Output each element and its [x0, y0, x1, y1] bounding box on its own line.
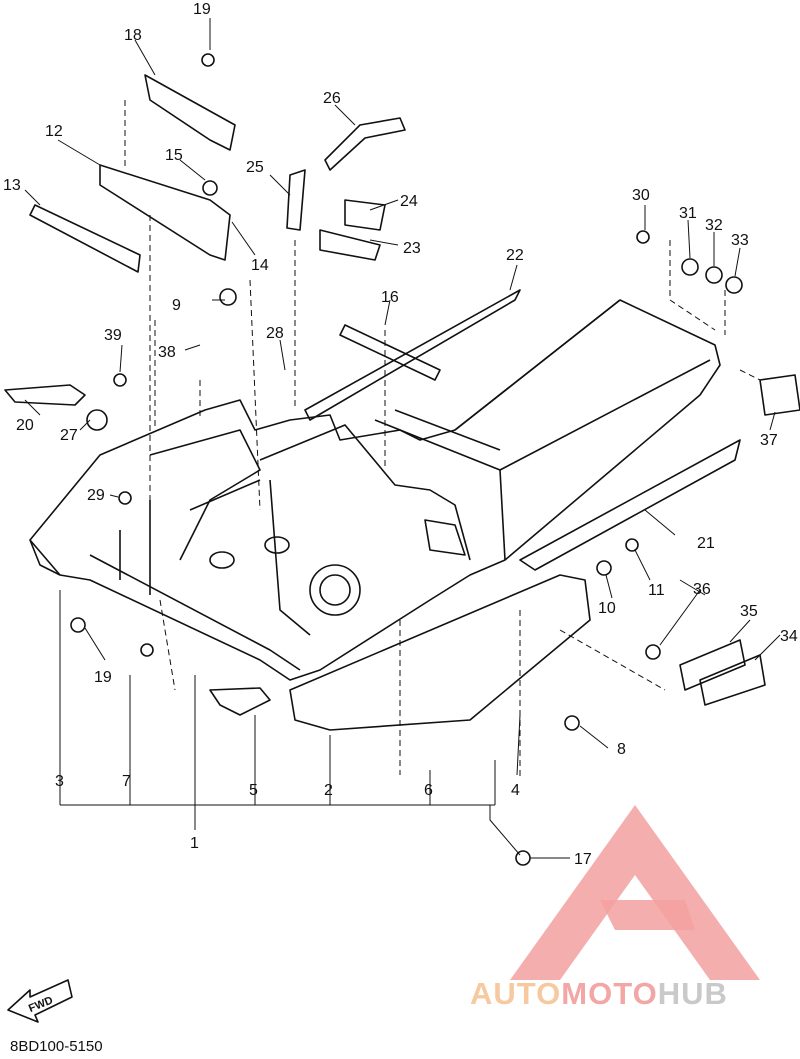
callout-29: 29 — [87, 487, 105, 504]
callout-38: 38 — [158, 344, 176, 361]
grommet-27 — [86, 409, 108, 431]
callout-30: 30 — [632, 187, 650, 204]
callout-labels: 1 2 3 4 5 6 7 8 9 10 11 12 13 14 15 16 1… — [3, 1, 798, 1015]
reflector-37 — [759, 374, 800, 416]
bolt-head-11 — [625, 538, 639, 552]
block-24 — [344, 199, 386, 231]
callout-25: 25 — [246, 159, 264, 176]
callout-23: 23 — [403, 240, 421, 257]
clip-5 — [209, 687, 271, 716]
lens-34 — [699, 654, 766, 706]
callout-3: 3 — [55, 773, 64, 790]
frame-body — [29, 299, 721, 681]
cap-20 — [4, 384, 86, 406]
leader-lines — [24, 18, 781, 859]
callout-24: 24 — [400, 193, 418, 210]
grommet-9 — [219, 288, 237, 306]
collar-36 — [645, 644, 661, 660]
watermark-logo-icon — [510, 805, 760, 980]
callout-5: 5 — [249, 782, 258, 799]
part-code: 8BD100-5150 — [10, 1038, 103, 1055]
fwd-arrow-icon — [7, 979, 73, 1023]
grab-26 — [324, 117, 406, 171]
block-23 — [319, 229, 381, 261]
strip-22 — [304, 289, 521, 421]
callout-14: 14 — [251, 257, 269, 274]
callout-12: 12 — [45, 123, 63, 140]
callout-4: 4 — [511, 782, 520, 799]
callout-16: 16 — [381, 289, 399, 306]
watermark-part3: HUB — [657, 976, 728, 1011]
handle-13 — [29, 204, 141, 273]
callout-22: 22 — [506, 247, 524, 264]
bar-16 — [339, 324, 441, 381]
bolt-head-30 — [636, 230, 650, 244]
grommet-29 — [118, 491, 132, 505]
callout-37: 37 — [760, 432, 778, 449]
callout-36: 36 — [693, 581, 711, 598]
callout-27: 27 — [60, 427, 78, 444]
callout-35: 35 — [740, 603, 758, 620]
bolt-head-19a — [201, 53, 215, 67]
callout-32: 32 — [705, 217, 723, 234]
callout-9: 9 — [172, 297, 181, 314]
side-cover-2 — [289, 574, 591, 731]
bracket-18 — [144, 74, 236, 151]
collar-10 — [596, 560, 612, 576]
bracket-12 — [99, 164, 231, 261]
callout-28: 28 — [266, 325, 284, 342]
callout-19-top: 19 — [193, 1, 211, 18]
watermark-part2: MOTO — [561, 976, 658, 1011]
nut-32 — [705, 266, 723, 284]
side-strip-21 — [519, 439, 741, 571]
bolt-head-39 — [113, 373, 127, 387]
washer-31 — [681, 258, 699, 276]
callout-20: 20 — [16, 417, 34, 434]
callout-2: 2 — [324, 782, 333, 799]
callout-11: 11 — [648, 582, 665, 599]
plate-35 — [679, 639, 746, 691]
grommet-8 — [564, 715, 580, 731]
nut-33 — [725, 276, 743, 294]
callout-33: 33 — [731, 232, 749, 249]
bolt-head-19b — [70, 617, 86, 633]
callout-39: 39 — [104, 327, 122, 344]
watermark-part1: AUTO — [470, 976, 562, 1011]
watermark-wordmark: AUTOMOTOHUB — [470, 976, 728, 1012]
callout-13: 13 — [3, 177, 21, 194]
callout-1: 1 — [190, 835, 199, 852]
cap-7 — [140, 643, 154, 657]
strap-25 — [286, 169, 306, 231]
callout-17: 17 — [574, 851, 592, 868]
callout-8: 8 — [617, 741, 626, 758]
callout-19-left: 19 — [94, 669, 112, 686]
callout-6: 6 — [424, 782, 433, 799]
callout-10: 10 — [598, 600, 616, 617]
grommet-15 — [202, 180, 218, 196]
dashed-lines — [124, 100, 761, 780]
callout-31: 31 — [679, 205, 697, 222]
callout-26: 26 — [323, 90, 341, 107]
callout-18: 18 — [124, 27, 142, 44]
callout-7: 7 — [122, 773, 131, 790]
callout-15: 15 — [165, 147, 183, 164]
callout-21: 21 — [697, 535, 715, 552]
callout-34: 34 — [780, 628, 798, 645]
